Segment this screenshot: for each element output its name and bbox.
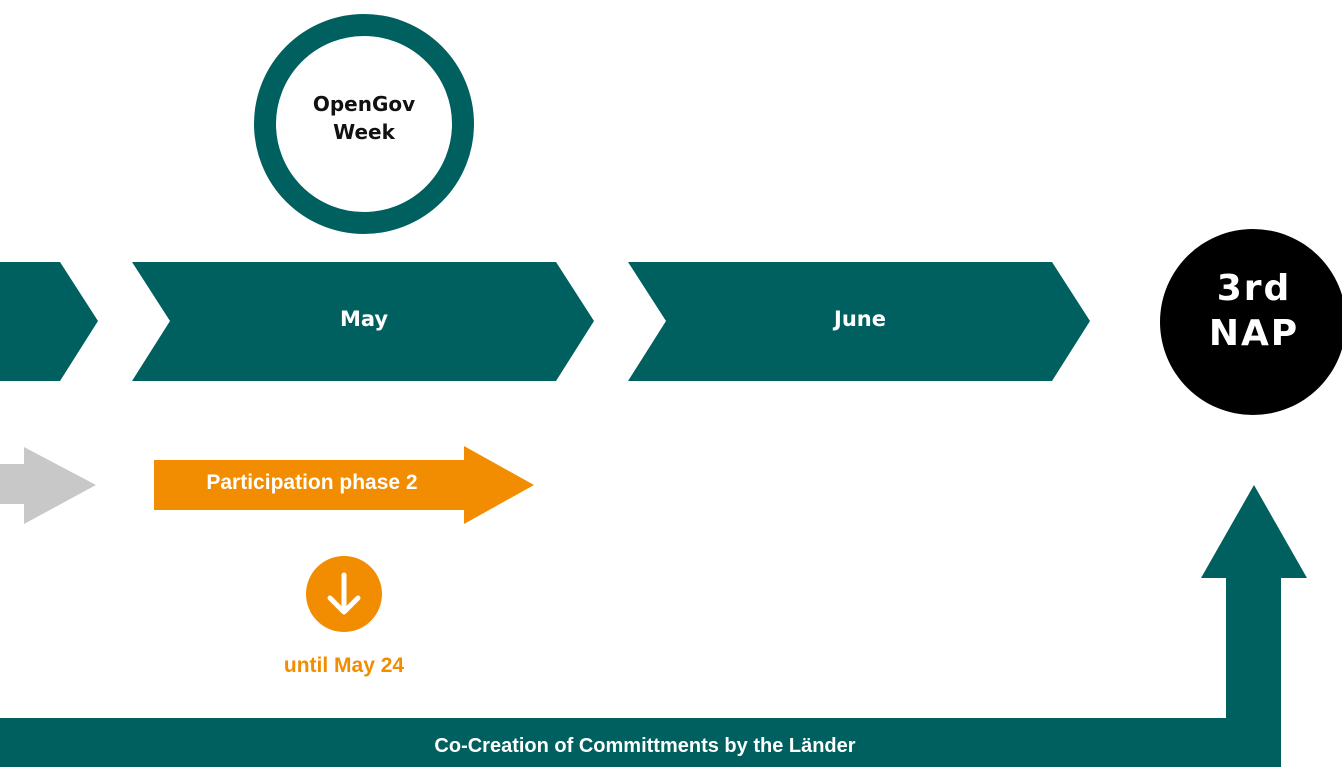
opengov-week-ring — [254, 14, 474, 234]
grey-phase-arrow — [0, 447, 96, 524]
cocreation-arrow — [0, 485, 1307, 767]
participation-arrow — [154, 446, 534, 524]
chevron-may — [132, 262, 594, 381]
nap-label-line2: NAP — [1208, 313, 1300, 354]
participation-deadline: until May 24 — [283, 654, 405, 677]
opengov-week-label: OpenGov Week — [276, 90, 452, 146]
cocreation-label: Co-Creation of Committments by the Lände… — [434, 735, 856, 757]
month-label-may: May — [339, 307, 389, 331]
opengov-week-line2: Week — [333, 120, 395, 144]
chevron-previous-month — [0, 262, 98, 381]
participation-phase-label: Participation phase 2 — [206, 471, 418, 494]
nap-label-line1: 3rd — [1216, 268, 1292, 309]
arrow-down-circle-icon — [306, 556, 382, 632]
chevron-june — [628, 262, 1090, 381]
month-label-june: June — [834, 307, 886, 331]
nap-circle — [1160, 229, 1342, 415]
opengov-week-line1: OpenGov — [312, 92, 416, 116]
nap-label: 3rd NAP — [1160, 266, 1342, 356]
